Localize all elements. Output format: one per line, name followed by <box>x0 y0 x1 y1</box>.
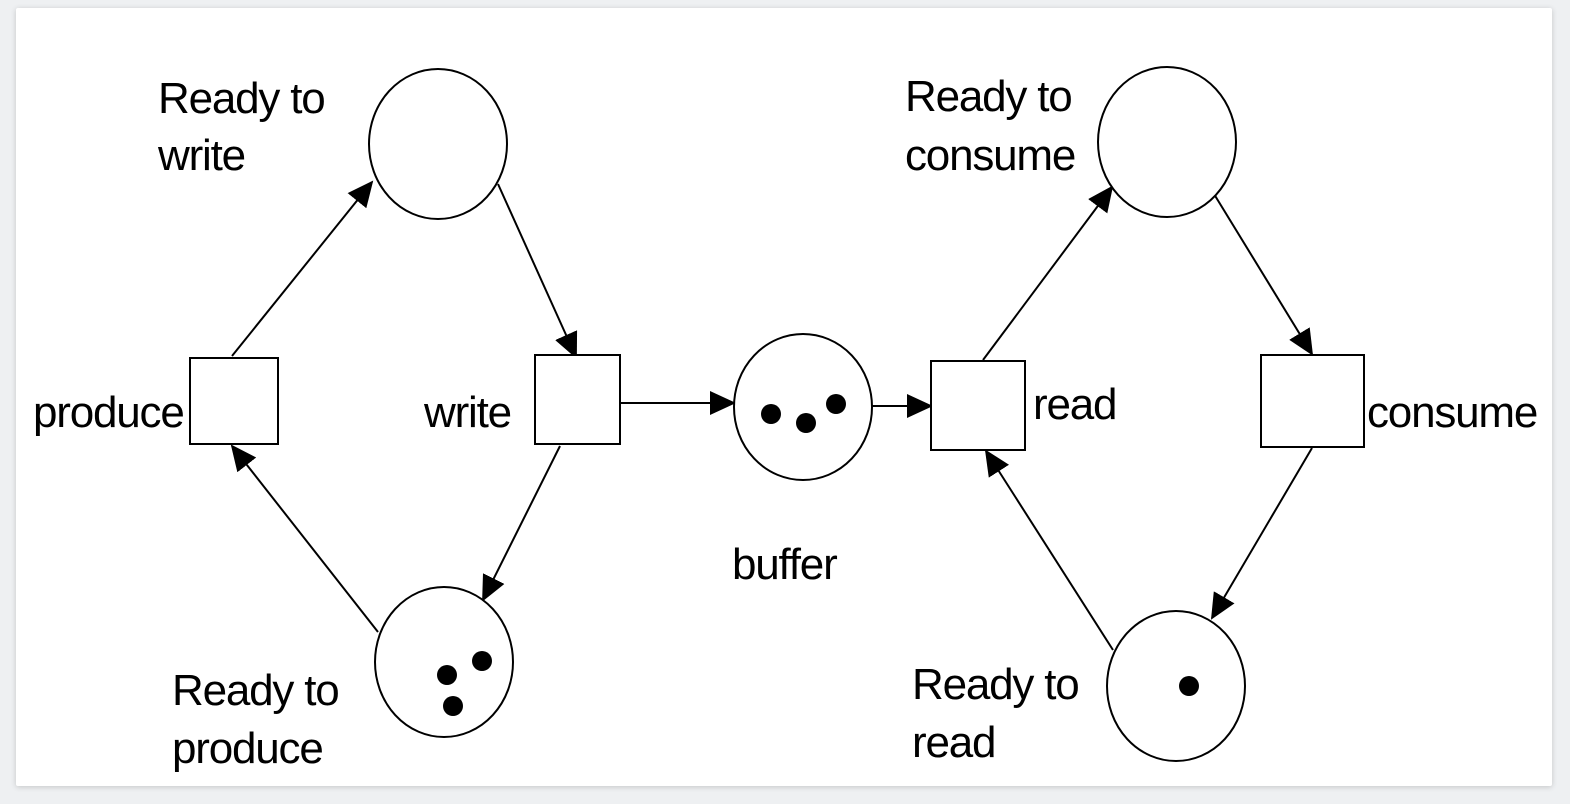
arc-read-to-ready-to-consume <box>982 185 1114 361</box>
token-buffer-2 <box>796 413 816 433</box>
arc-ready-to-read-to-read <box>984 449 1114 651</box>
label-ready-to-read-line2: read <box>912 718 995 767</box>
arc-ready-to-produce-to-produce <box>230 444 379 633</box>
label-ready-to-produce-line1: Ready to <box>172 666 339 715</box>
transition-consume <box>1260 354 1365 448</box>
places <box>368 66 1246 762</box>
label-ready-to-write-line1: Ready to <box>158 74 325 123</box>
token-buffer-1 <box>761 404 781 424</box>
label-produce: produce <box>33 388 184 437</box>
label-consume: consume <box>1367 388 1537 437</box>
place-ready-to-read <box>1106 610 1246 762</box>
arc-produce-to-ready-to-write <box>231 180 374 357</box>
label-buffer: buffer <box>732 540 837 589</box>
label-ready-to-produce-line2: produce <box>172 724 323 773</box>
place-ready-to-produce <box>374 586 514 738</box>
label-ready-to-consume-line2: consume <box>905 131 1075 180</box>
token-ready-to-produce-3 <box>443 696 463 716</box>
arc-ready-to-consume-to-consume <box>1213 193 1314 356</box>
transition-produce <box>189 357 279 445</box>
arc-consume-to-ready-to-read <box>1210 447 1313 620</box>
token-buffer-3 <box>826 394 846 414</box>
label-read: read <box>1033 380 1116 429</box>
transitions <box>189 354 1365 451</box>
token-ready-to-produce-1 <box>472 651 492 671</box>
arc-write-to-ready-to-produce <box>482 445 561 602</box>
label-ready-to-read-line1: Ready to <box>912 660 1079 709</box>
place-labels: Ready to write Ready to produce buffer R… <box>157 72 1080 773</box>
label-write: write <box>423 388 511 437</box>
arc-ready-to-write-to-write <box>497 183 578 359</box>
transition-write <box>534 354 621 445</box>
token-ready-to-read-1 <box>1179 676 1199 696</box>
arcs <box>230 180 1314 651</box>
transition-labels: produce write read consume <box>33 380 1538 437</box>
place-ready-to-write <box>368 68 508 220</box>
place-buffer <box>733 333 873 481</box>
place-ready-to-consume <box>1097 66 1237 218</box>
label-ready-to-write-line2: write <box>157 131 245 180</box>
transition-read <box>930 360 1026 451</box>
tokens <box>437 394 1199 716</box>
label-ready-to-consume-line1: Ready to <box>905 72 1072 121</box>
token-ready-to-produce-2 <box>437 665 457 685</box>
